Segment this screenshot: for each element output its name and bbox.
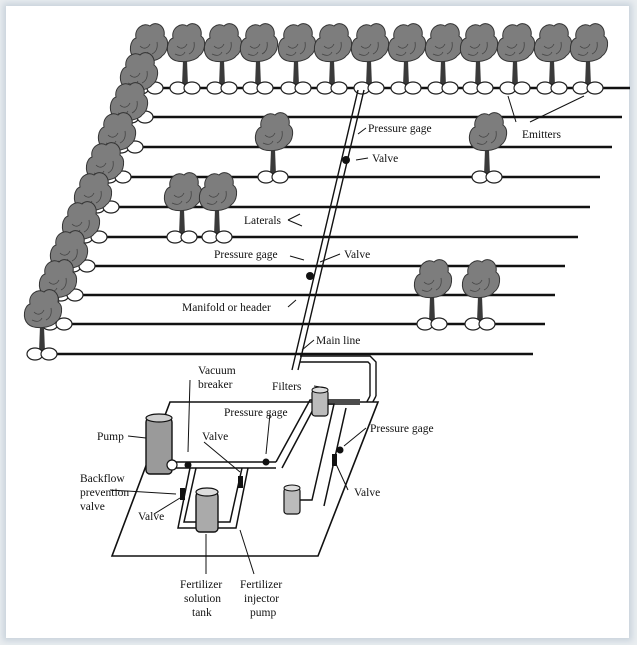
label-pressure-gage-right: Pressure gage <box>370 423 434 435</box>
filter-tanks <box>283 386 329 515</box>
label-fert-tank-3: tank <box>192 607 212 619</box>
label-pressure-gage-top: Pressure gage <box>368 123 432 135</box>
label-valve-top: Valve <box>372 153 398 165</box>
label-pressure-gage-station: Pressure gage <box>224 407 288 419</box>
top-row-trees <box>129 23 609 95</box>
valve-markers <box>180 156 350 500</box>
label-vacuum-breaker-1: Vacuum <box>198 365 236 377</box>
label-valve-right: Valve <box>354 487 380 499</box>
interior-trees <box>163 112 508 331</box>
label-valve-mid: Valve <box>344 249 370 261</box>
label-vacuum-breaker-2: breaker <box>198 379 233 391</box>
pump-unit <box>145 413 178 475</box>
label-emitters: Emitters <box>522 129 561 141</box>
label-fert-pump-2: injector <box>244 593 279 605</box>
label-backflow-3: valve <box>80 501 105 513</box>
label-fert-pump-1: Fertilizer <box>240 579 282 591</box>
label-valve-station: Valve <box>202 431 228 443</box>
label-manifold: Manifold or header <box>182 302 271 314</box>
label-main-line: Main line <box>316 335 360 347</box>
label-pump: Pump <box>97 431 124 443</box>
label-filters: Filters <box>272 381 302 393</box>
leader-lines <box>109 95 585 575</box>
label-pressure-gage-mid: Pressure gage <box>214 249 278 261</box>
label-backflow-2: prevention <box>80 487 129 499</box>
label-valve-lower-left: Valve <box>138 511 164 523</box>
label-backflow-1: Backflow <box>80 473 125 485</box>
label-laterals: Laterals <box>244 215 282 227</box>
label-fert-pump-3: pump <box>250 607 276 619</box>
label-fert-tank-1: Fertilizer <box>180 579 222 591</box>
label-fert-tank-2: solution <box>184 593 221 605</box>
fertilizer-tank <box>195 487 219 533</box>
manifold-pipe <box>291 89 365 371</box>
